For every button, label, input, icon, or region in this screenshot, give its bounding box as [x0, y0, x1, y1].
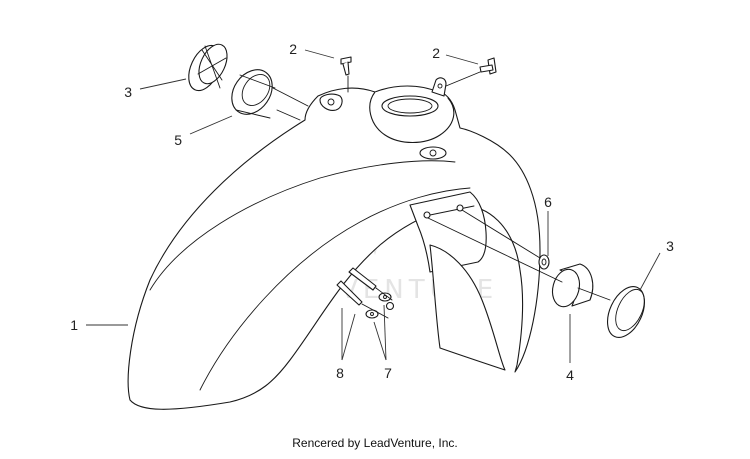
callout-3-left: 3: [124, 84, 132, 100]
nut: [538, 254, 550, 270]
washers: [365, 292, 392, 319]
leader-lines: [86, 49, 661, 363]
callout-8: 8: [336, 365, 344, 381]
front-fender: [127, 77, 541, 410]
callout-6: 6: [544, 194, 552, 210]
render-credit: Rencered by LeadVenture, Inc.: [292, 436, 458, 450]
assembly-lines: [272, 71, 611, 319]
screw-top-right: [479, 57, 497, 75]
callouts: 1 2 2 3 3 4 5 6 7 8: [70, 41, 674, 383]
reflector-right: [606, 286, 646, 338]
callout-3-right: 3: [666, 238, 674, 254]
screws-lower: [336, 267, 377, 306]
reflector-holder-right: [551, 263, 594, 308]
callout-2-left: 2: [289, 41, 297, 57]
screw-top-left: [340, 56, 352, 76]
reflector-top-left: [188, 43, 228, 92]
callout-1: 1: [70, 317, 78, 333]
reflector-holder: [231, 69, 276, 119]
callout-4: 4: [566, 367, 574, 383]
callout-7: 7: [384, 365, 392, 381]
callout-5: 5: [174, 132, 182, 148]
callout-2-right: 2: [432, 45, 440, 61]
